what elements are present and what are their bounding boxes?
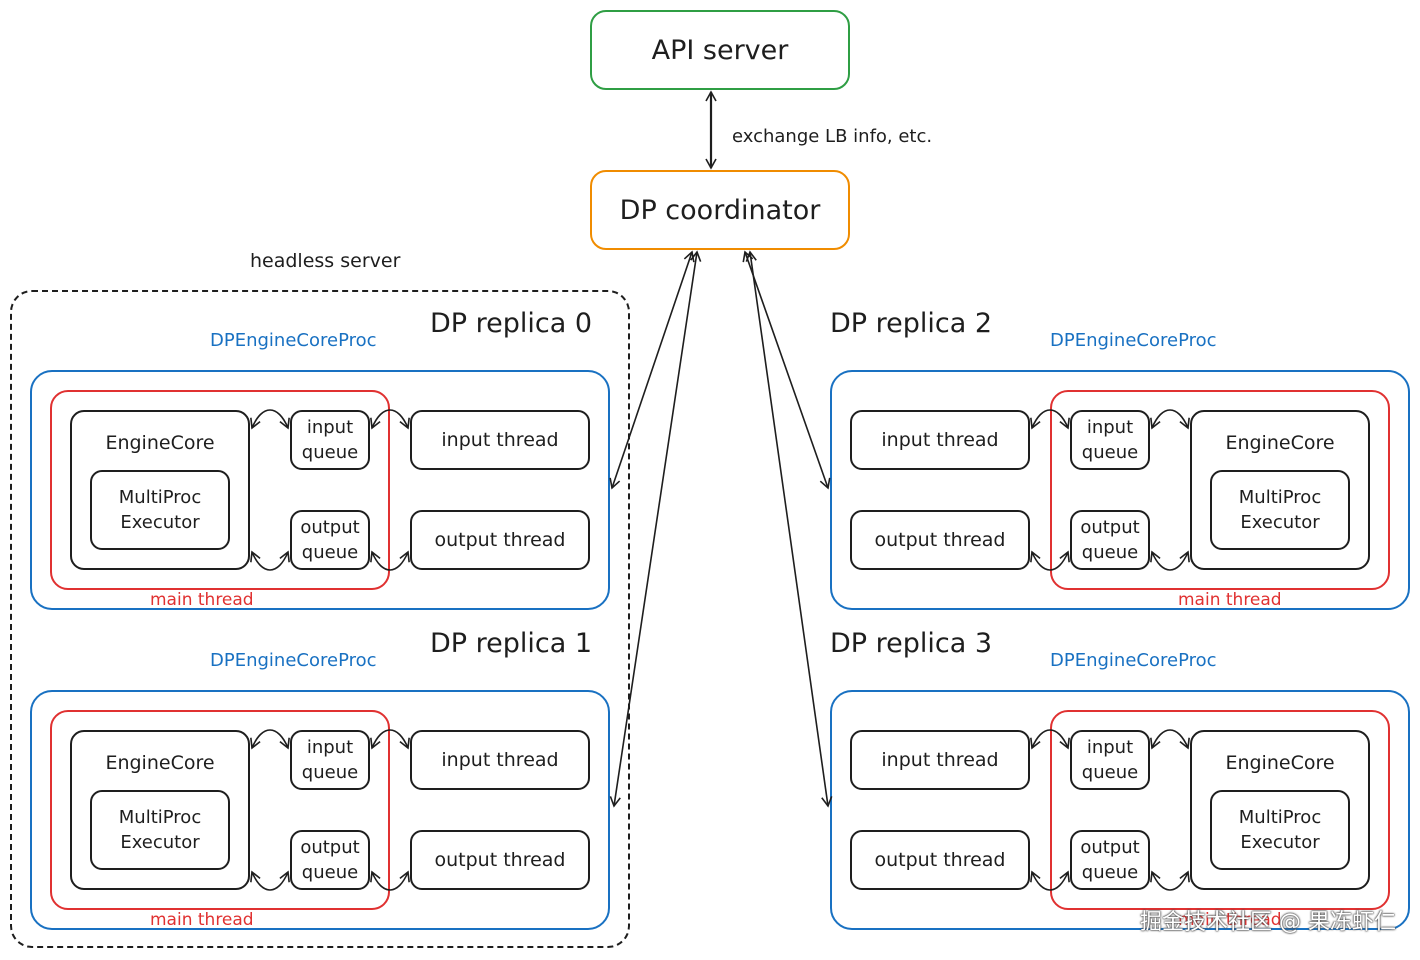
replica-2-main-thread-label: main thread (1178, 590, 1282, 610)
replica-2-input-queue-line2: queue (1081, 442, 1139, 463)
replica-2-output-thread: output thread (850, 510, 1030, 570)
replica-2-output-queue-line2: queue (1081, 542, 1139, 563)
replica-1-main-thread-label: main thread (150, 910, 254, 930)
replica-0-output-queue-line1: output (300, 517, 360, 538)
replica-0-input-thread: input thread (410, 410, 590, 470)
replica-0-input-queue-line1: input (306, 417, 354, 438)
replica-2-output-queue-line1: output (1080, 517, 1140, 538)
replica-3-executor-line2: Executor (1240, 832, 1320, 853)
replica-0-output-thread-label: output thread (434, 529, 566, 551)
dp-coordinator-box: DP coordinator (590, 170, 850, 250)
replica-1-proc-label: DPEngineCoreProc (210, 650, 377, 671)
replica-3-proc-frame (830, 690, 1410, 930)
replica-2-title: DP replica 2 (830, 308, 993, 339)
replica-1-title: DP replica 1 (430, 628, 593, 659)
replica-0-executor-line2: Executor (120, 512, 200, 533)
replica-1-input-queue: input queue (290, 730, 370, 790)
replica-2-executor: MultiProc Executor (1210, 470, 1350, 550)
replica-1-output-queue-line1: output (300, 837, 360, 858)
coordinator-replica-2-arrow (742, 250, 831, 490)
replica-0-title: DP replica 0 (430, 308, 593, 339)
replica-1-input-queue-line2: queue (301, 762, 359, 783)
replica-1-engine-core-label: EngineCore (105, 752, 215, 774)
dp-coordinator-label: DP coordinator (619, 194, 821, 226)
replica-0-input-thread-label: input thread (441, 429, 559, 451)
api-server-box: API server (590, 10, 850, 90)
replica-1-input-thread: input thread (410, 730, 590, 790)
coordinator-replica-3-arrow (745, 250, 833, 808)
replica-3-engine-core-label: EngineCore (1225, 752, 1335, 774)
replica-3-input-queue-line1: input (1086, 737, 1134, 758)
replica-3-title: DP replica 3 (830, 628, 993, 659)
replica-2-executor-line1: MultiProc (1238, 487, 1322, 508)
replica-3-output-queue-line2: queue (1081, 862, 1139, 883)
replica-0-main-thread-frame (50, 390, 390, 590)
replica-3-output-thread: output thread (850, 830, 1030, 890)
replica-3-proc-label: DPEngineCoreProc (1050, 650, 1217, 671)
watermark: 掘金技术社区 @ 果冻虾仁 (1140, 910, 1396, 935)
replica-1-output-queue-line2: queue (301, 862, 359, 883)
replica-2-input-queue: input queue (1070, 410, 1150, 470)
replica-1-executor-line1: MultiProc (118, 807, 202, 828)
replica-3-executor-line1: MultiProc (1238, 807, 1322, 828)
replica-0-executor: MultiProc Executor (90, 470, 230, 550)
replica-0-output-thread: output thread (410, 510, 590, 570)
replica-3-main-thread-frame (1050, 710, 1390, 910)
replica-2-output-queue: output queue (1070, 510, 1150, 570)
replica-1-output-thread-label: output thread (434, 849, 566, 871)
replica-0-proc-frame (30, 370, 610, 610)
replica-1-input-thread-label: input thread (441, 749, 559, 771)
replica-1-main-thread-frame (50, 710, 390, 910)
replica-2-main-thread-frame (1050, 390, 1390, 590)
replica-1-executor-line2: Executor (120, 832, 200, 853)
replica-3-input-thread-label: input thread (881, 749, 999, 771)
headless-server-label: headless server (250, 250, 401, 272)
replica-0-main-thread-label: main thread (150, 590, 254, 610)
replica-3-input-queue-line2: queue (1081, 762, 1139, 783)
replica-3-output-queue-line1: output (1080, 837, 1140, 858)
replica-3-input-thread: input thread (850, 730, 1030, 790)
replica-1-proc-frame (30, 690, 610, 930)
replica-3-output-thread-label: output thread (874, 849, 1006, 871)
replica-3-main-thread-label: main thread (1178, 910, 1282, 930)
replica-2-input-thread: input thread (850, 410, 1030, 470)
replica-2-engine-core-label: EngineCore (1225, 432, 1335, 454)
replica-2-proc-label: DPEngineCoreProc (1050, 330, 1217, 351)
replica-2-input-thread-label: input thread (881, 429, 999, 451)
replica-0-engine-core-label: EngineCore (105, 432, 215, 454)
replica-1-output-thread: output thread (410, 830, 590, 890)
replica-1-output-queue: output queue (290, 830, 370, 890)
replica-0-proc-label: DPEngineCoreProc (210, 330, 377, 351)
replica-3-input-queue: input queue (1070, 730, 1150, 790)
replica-2-input-queue-line1: input (1086, 417, 1134, 438)
replica-3-output-queue: output queue (1070, 830, 1150, 890)
replica-0-output-queue-line2: queue (301, 542, 359, 563)
replica-0-input-queue: input queue (290, 410, 370, 470)
replica-0-input-queue-line2: queue (301, 442, 359, 463)
api-server-label: API server (651, 34, 789, 66)
replica-1-input-queue-line1: input (306, 737, 354, 758)
replica-3-executor: MultiProc Executor (1210, 790, 1350, 870)
replica-1-executor: MultiProc Executor (90, 790, 230, 870)
exchange-label: exchange LB info, etc. (732, 126, 933, 147)
replica-0-output-queue: output queue (290, 510, 370, 570)
replica-2-output-thread-label: output thread (874, 529, 1006, 551)
replica-0-executor-line1: MultiProc (118, 487, 202, 508)
replica-2-executor-line2: Executor (1240, 512, 1320, 533)
